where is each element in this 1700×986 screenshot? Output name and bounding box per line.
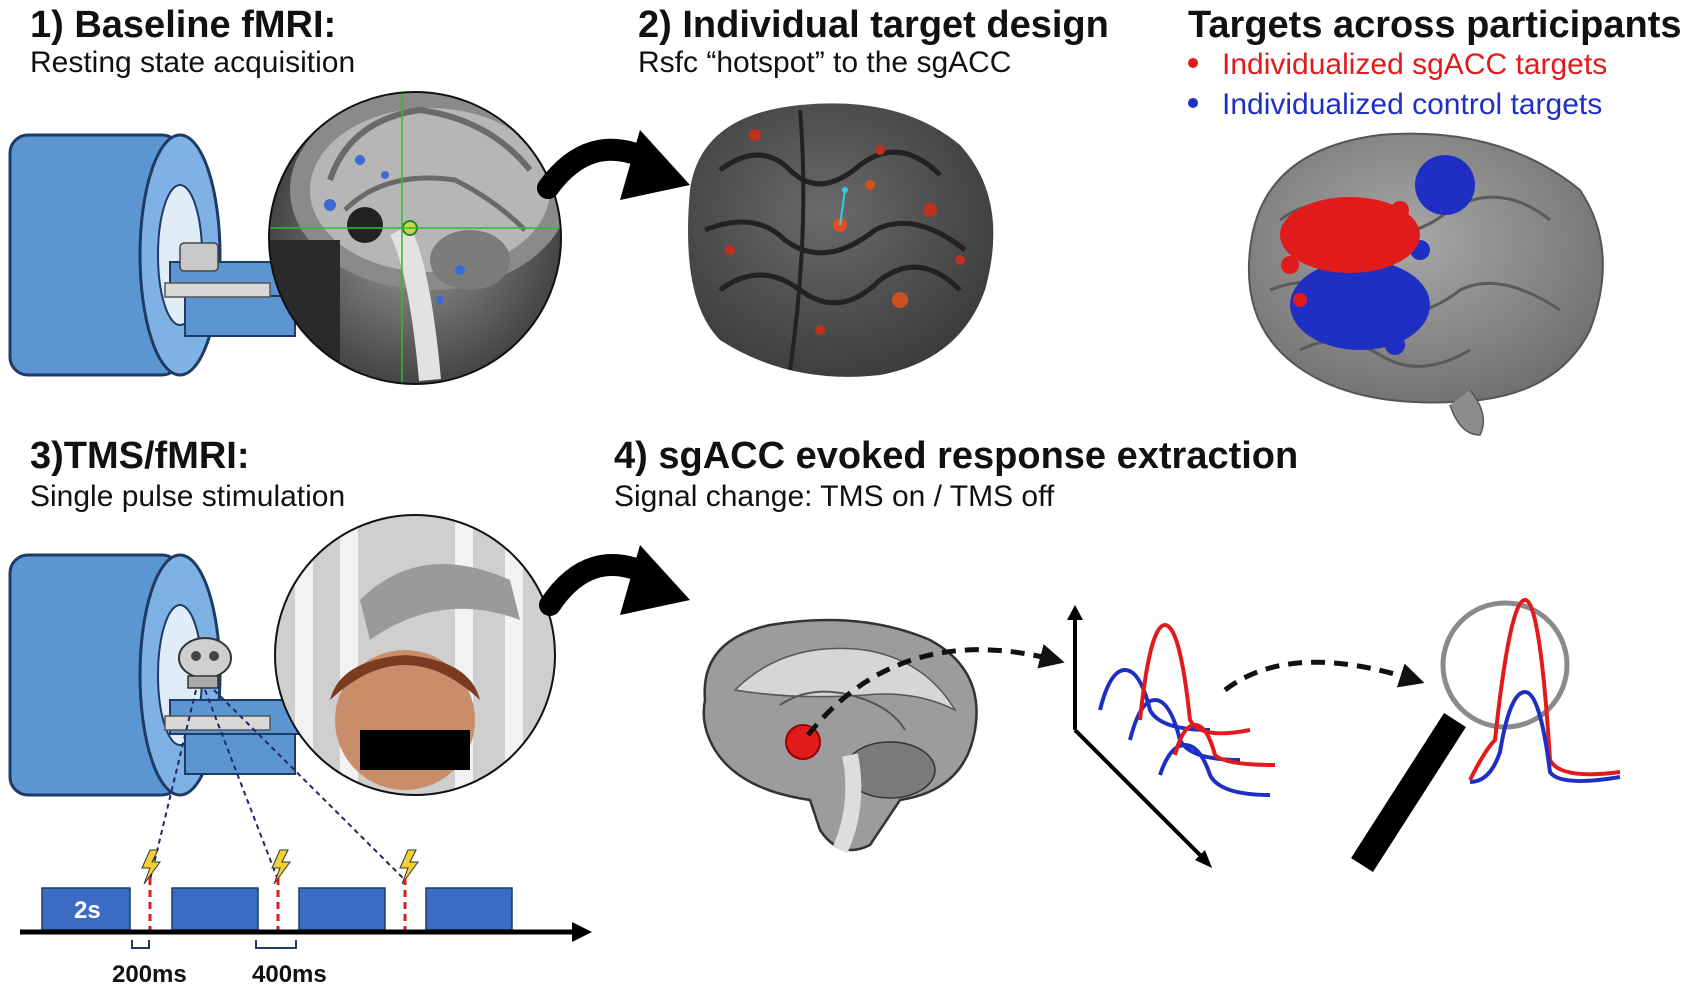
connectivity-brain-image [688, 103, 994, 377]
mri-scanner-bottom [8, 553, 311, 797]
sgacc-target-cluster [1280, 197, 1420, 307]
acquisition-timeline: 2s 200ms 400ms [20, 878, 592, 986]
panel5-title: 4) sgACC evoked response extraction [614, 435, 1299, 477]
tms-participant-photo [274, 514, 556, 796]
panel4-title: 3)TMS/fMRI: [30, 435, 250, 477]
magnifier-icon [1351, 597, 1621, 873]
block-duration-label: 2s [74, 897, 101, 924]
panel1-title: 1) Baseline fMRI: [30, 4, 337, 46]
legend-control-label: Individualized control targets [1222, 88, 1603, 121]
panel2-subtitle: Rsfc “hotspot” to the sgACC [638, 46, 1012, 79]
panel2-title: 2) Individual target design [638, 4, 1109, 46]
target-brain-image [1247, 132, 1604, 436]
lightning-icon-2 [271, 849, 291, 885]
pulse-connectors [149, 689, 406, 881]
control-target-cluster [1281, 155, 1475, 355]
gap-400ms-label: 400ms [252, 961, 327, 986]
medial-brain-illustration [702, 618, 1065, 854]
panel4-subtitle: Single pulse stimulation [30, 480, 346, 513]
gap-200ms-label: 200ms [112, 961, 187, 986]
tms-coil-icon [178, 637, 232, 689]
curved-arrow-1 [537, 130, 690, 200]
legend-control-dot [1188, 98, 1198, 109]
mri-scanner-top [8, 133, 311, 377]
panel5-subtitle: Signal change: TMS on / TMS off [614, 480, 1055, 513]
curved-arrow-2 [539, 545, 690, 616]
sagittal-mri-image [268, 91, 562, 385]
acquisition-block-4 [425, 887, 513, 931]
legend-sgacc: Individualized sgACC targets [1188, 50, 1607, 80]
acquisition-block-3 [298, 887, 386, 931]
legend-sgacc-label: Individualized sgACC targets [1222, 48, 1608, 81]
legend-sgacc-dot [1188, 58, 1198, 69]
acquisition-block-2 [171, 887, 259, 931]
panel3-title: Targets across participants [1188, 4, 1682, 46]
panel1-subtitle: Resting state acquisition [30, 46, 356, 79]
legend-control: Individualized control targets [1188, 90, 1602, 120]
evoked-response-plot [1067, 605, 1425, 868]
lightning-icon-3 [399, 849, 419, 885]
lightning-icon-1 [141, 849, 161, 885]
